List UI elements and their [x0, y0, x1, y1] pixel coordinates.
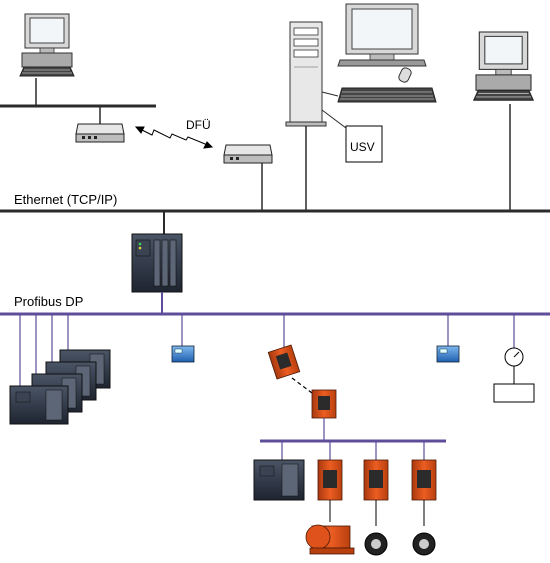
drive-unit-icon [267, 344, 301, 380]
server-tower-icon [285, 21, 327, 127]
drive-unit-icon [317, 459, 343, 501]
plc-icon [131, 233, 183, 293]
io-module-icon [436, 345, 460, 363]
motor-icon [305, 524, 355, 555]
plc-icon [253, 459, 305, 501]
plc-icon [9, 385, 69, 425]
io-module-icon [171, 345, 195, 363]
usv-label: USV [350, 140, 375, 154]
ups-cable [321, 109, 347, 129]
encoder-icon [364, 532, 388, 556]
keyboard-icon [337, 87, 437, 103]
ups-icon [345, 125, 383, 163]
server-keyboard-cable [321, 91, 339, 97]
dfu-label: DFÜ [186, 118, 211, 132]
dfu-link [134, 126, 214, 149]
drive-unit-icon [363, 459, 389, 501]
workstation-icon [473, 31, 534, 101]
drive-unit-icon [311, 389, 337, 419]
encoder-icon [412, 532, 436, 556]
ethernet-label: Ethernet (TCP/IP) [14, 192, 118, 207]
modem-icon [223, 144, 273, 164]
workstation-icon [337, 3, 427, 67]
plc-group [9, 314, 111, 425]
workstation-icon [19, 13, 75, 77]
modem-icon [75, 123, 125, 143]
pressure-gauge-icon [493, 347, 535, 403]
drive-unit-icon [411, 459, 437, 501]
profibus-label: Profibus DP [14, 294, 84, 309]
mouse-icon [398, 67, 412, 83]
